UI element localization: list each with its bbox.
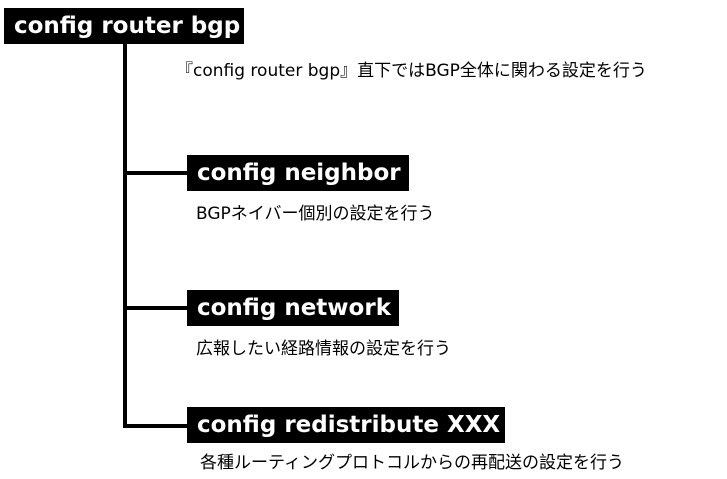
neighbor-description: BGPネイバー個別の設定を行う: [196, 204, 435, 224]
network-description: 広報したい経路情報の設定を行う: [196, 339, 451, 359]
root-command-label: config router bgp: [4, 8, 244, 44]
branch-line-neighbor: [123, 171, 189, 175]
redistribute-description: 各種ルーティングプロトコルからの再配送の設定を行う: [200, 453, 624, 473]
network-command-label: config network: [187, 290, 399, 326]
redistribute-command-label: config redistribute XXX: [187, 407, 505, 443]
root-description: 『config router bgp』直下ではBGP全体に関わる設定を行う: [176, 61, 647, 81]
neighbor-command-label: config neighbor: [187, 155, 409, 191]
tree-trunk-line: [123, 44, 127, 428]
branch-line-network: [123, 306, 189, 310]
branch-line-redistribute: [123, 424, 189, 428]
